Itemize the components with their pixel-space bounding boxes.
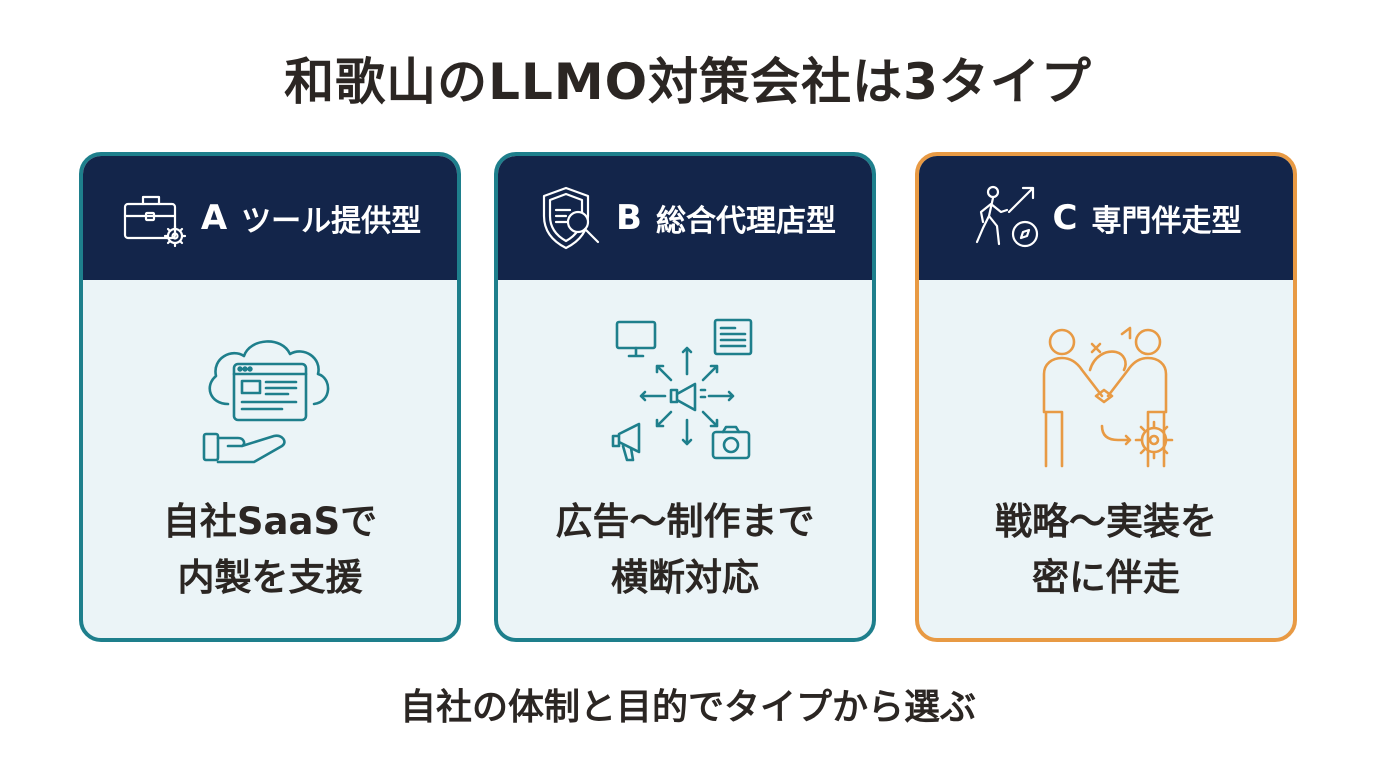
card-tool-provider: A ツール提供型 自社SaaSで 内製を支援 bbox=[79, 152, 461, 642]
description-line: 自社SaaSで bbox=[162, 500, 378, 543]
cloud-browser-hand-icon bbox=[83, 316, 457, 476]
megaphone-media-hub-icon bbox=[498, 316, 872, 476]
card-header: B 総合代理店型 bbox=[498, 156, 872, 280]
card-description: 戦略〜実装を 密に伴走 bbox=[919, 494, 1293, 606]
card-title: 総合代理店型 bbox=[655, 204, 836, 239]
card-dedicated-partner: C 専門伴走型 戦略〜実装を 密に伴走 bbox=[915, 152, 1297, 642]
toolbox-gear-icon bbox=[119, 182, 191, 254]
description-line: 横断対応 bbox=[611, 556, 759, 599]
card-letter: B bbox=[616, 198, 642, 238]
card-letter: C bbox=[1052, 198, 1078, 238]
card-title: 専門伴走型 bbox=[1091, 204, 1242, 239]
card-full-service-agency: B 総合代理店型 広告〜制作まで 横断対応 bbox=[494, 152, 876, 642]
page-title: 和歌山のLLMO対策会社は3タイプ bbox=[284, 53, 1092, 111]
handshake-strategy-icon bbox=[919, 316, 1293, 476]
card-header: C 専門伴走型 bbox=[919, 156, 1293, 280]
description-line: 戦略〜実装を bbox=[995, 500, 1217, 543]
footer-caption: 自社の体制と目的でタイプから選ぶ bbox=[399, 687, 976, 728]
description-line: 内製を支援 bbox=[177, 556, 363, 599]
description-line: 広告〜制作まで bbox=[555, 500, 815, 543]
card-header: A ツール提供型 bbox=[83, 156, 457, 280]
shield-search-icon bbox=[534, 182, 606, 254]
description-line: 密に伴走 bbox=[1032, 556, 1180, 599]
walker-compass-icon bbox=[971, 182, 1043, 254]
card-description: 広告〜制作まで 横断対応 bbox=[498, 494, 872, 606]
card-letter: A bbox=[200, 198, 228, 238]
card-description: 自社SaaSで 内製を支援 bbox=[83, 494, 457, 606]
card-title: ツール提供型 bbox=[241, 204, 422, 239]
